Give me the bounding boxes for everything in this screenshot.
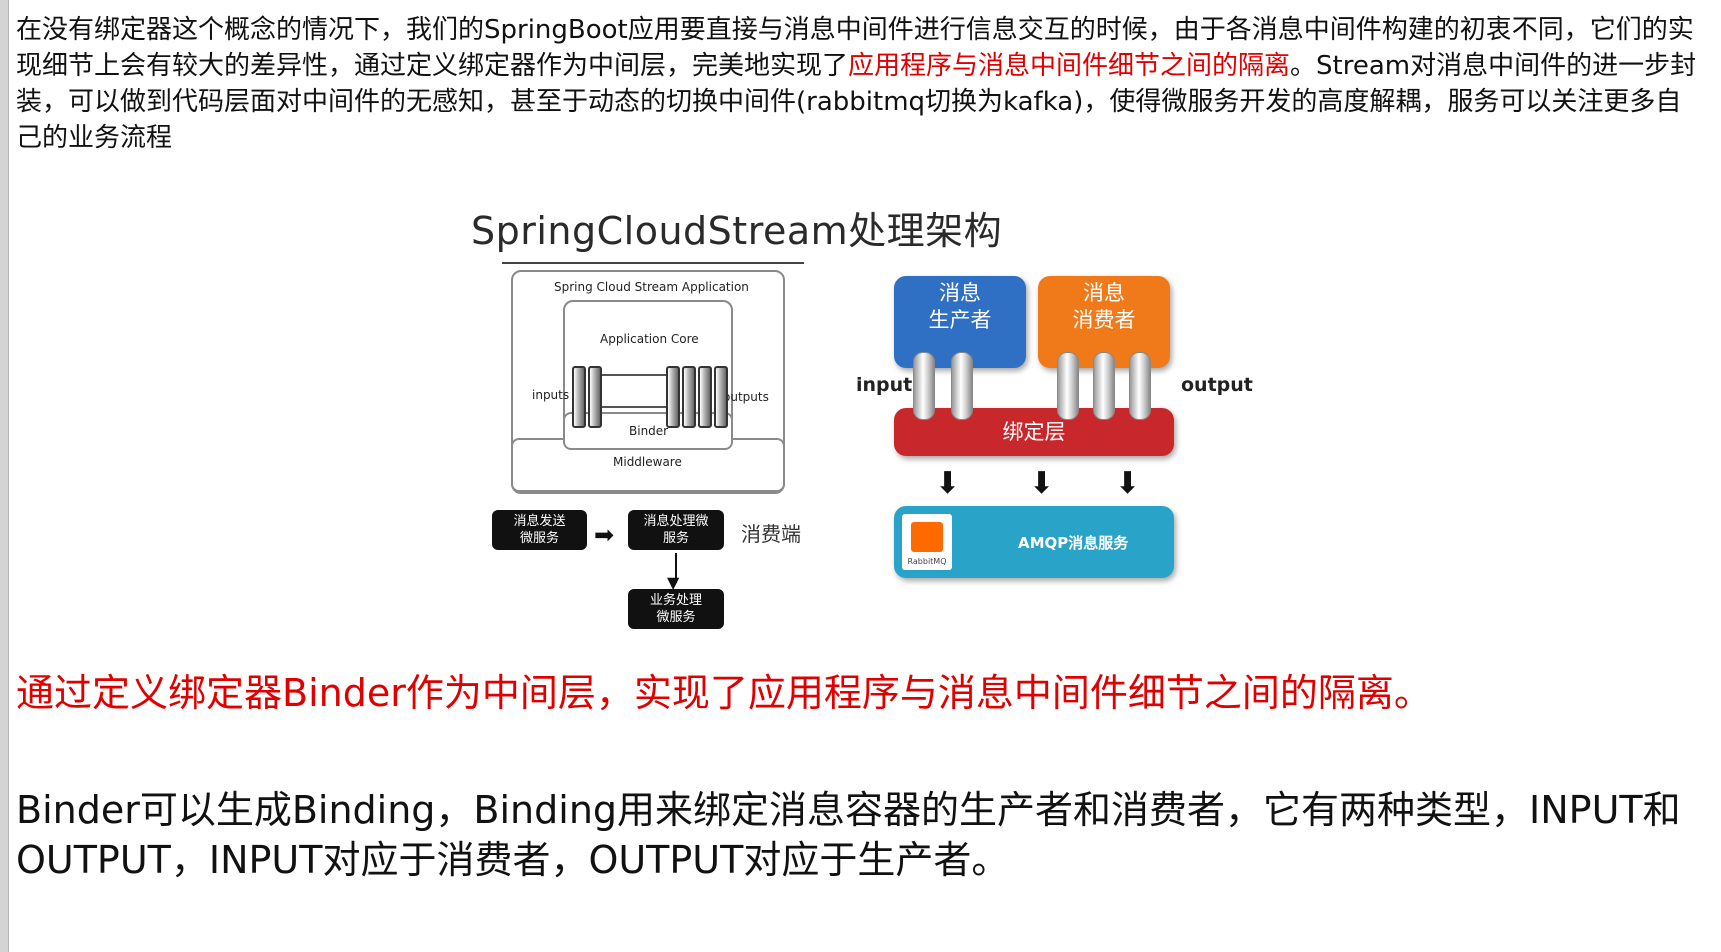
consumer-side-label: 消费端 — [741, 522, 801, 546]
binding-layer-box: 绑定层 — [894, 408, 1174, 456]
rabbitmq-logo: RabbitMQ — [902, 514, 952, 570]
right-arrow-icon: ➡ — [594, 521, 615, 549]
output-channel-icon — [1057, 352, 1079, 420]
input-pipe-icon — [572, 366, 586, 428]
output-channel-icon — [1129, 352, 1151, 420]
highlight-sentence: 通过定义绑定器Binder作为中间层，实现了应用程序与消息中间件细节之间的隔离。 — [16, 671, 1432, 715]
binder-label: Binder — [629, 424, 669, 438]
output-pipe-icon — [698, 366, 712, 428]
down-arrow-icon: ▼ — [667, 573, 680, 592]
binder-paragraph: Binder可以生成Binding，Binding用来绑定消息容器的生产者和消费… — [16, 788, 1681, 882]
output-pipe-icon — [682, 366, 696, 428]
figure-title-rule — [502, 262, 804, 264]
pipe-connector — [596, 374, 666, 408]
rabbitmq-label: RabbitMQ — [907, 557, 947, 566]
intro-text-start: 在没有绑定器这个概念的情况下，我们的SpringBoot应用要直接与消息中间件进… — [16, 15, 1694, 81]
input-channel-icon — [913, 352, 935, 420]
input-channel-icon — [951, 352, 973, 420]
intro-red-text: 应用程序与消息中间件细节之间的隔离 — [848, 51, 1291, 81]
output-label: output — [1181, 374, 1253, 396]
application-label: Spring Cloud Stream Application — [554, 280, 749, 294]
input-pipe-icon — [588, 366, 602, 428]
down-arrow-line — [675, 553, 677, 583]
intro-text-end: 。Stream对消息中间件的进一步封装，可以做到代码层面对中间件的无感知，甚至于… — [16, 51, 1697, 153]
intro-paragraph: 在没有绑定器这个概念的情况下，我们的SpringBoot应用要直接与消息中间件进… — [16, 12, 1706, 156]
inputs-label: inputs — [532, 388, 570, 402]
application-core-label: Application Core — [600, 332, 699, 346]
input-label: input — [856, 374, 913, 396]
middleware-label: Middleware — [613, 455, 682, 469]
left-margin-bar — [0, 0, 9, 952]
down-arrow-icon: ⬇ — [1029, 466, 1055, 501]
output-pipe-icon — [714, 366, 728, 428]
process-service-box: 消息处理微 服务 — [628, 510, 724, 550]
amqp-label: AMQP消息服务 — [1018, 534, 1129, 552]
down-arrow-icon: ⬇ — [935, 466, 961, 501]
down-arrow-icon: ⬇ — [1115, 466, 1141, 501]
outputs-label: outputs — [723, 390, 769, 404]
send-service-box: 消息发送 微服务 — [492, 510, 587, 550]
business-service-box: 业务处理 微服务 — [628, 589, 724, 629]
figure-title: SpringCloudStream处理架构 — [471, 209, 1003, 253]
output-channel-icon — [1093, 352, 1115, 420]
output-pipe-icon — [666, 366, 680, 428]
rabbitmq-icon — [911, 522, 943, 552]
